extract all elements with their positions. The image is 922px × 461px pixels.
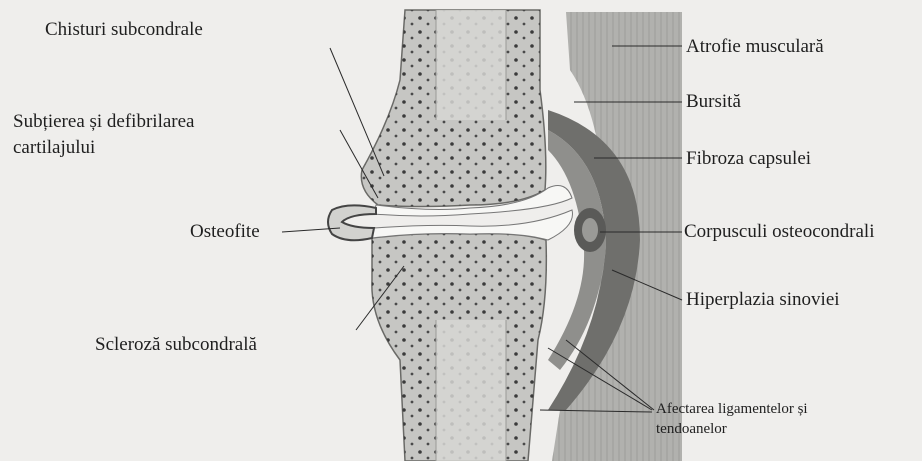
label-afectarea-line2: tendoanelor [656, 420, 727, 439]
label-osteofite: Osteofite [190, 220, 260, 244]
label-subtierea-line2: cartilajului [13, 136, 95, 160]
label-corpusculi-osteocondrali: Corpusculi osteocondrali [684, 220, 875, 244]
label-subtierea-line1: Subțierea și defibrilarea [13, 110, 194, 134]
label-atrofie-musculara: Atrofie musculară [686, 35, 824, 59]
osteophyte [328, 205, 376, 240]
label-chisturi-subcondrale: Chisturi subcondrale [45, 18, 203, 42]
label-hiperplazia-sinoviei: Hiperplazia sinoviei [686, 288, 840, 312]
label-bursita: Bursită [686, 90, 741, 114]
label-fibroza-capsulei: Fibroza capsulei [686, 147, 811, 171]
label-scleroza-subcondrala: Scleroză subcondrală [95, 333, 257, 357]
label-afectarea-line1: Afectarea ligamentelor și [656, 400, 808, 419]
